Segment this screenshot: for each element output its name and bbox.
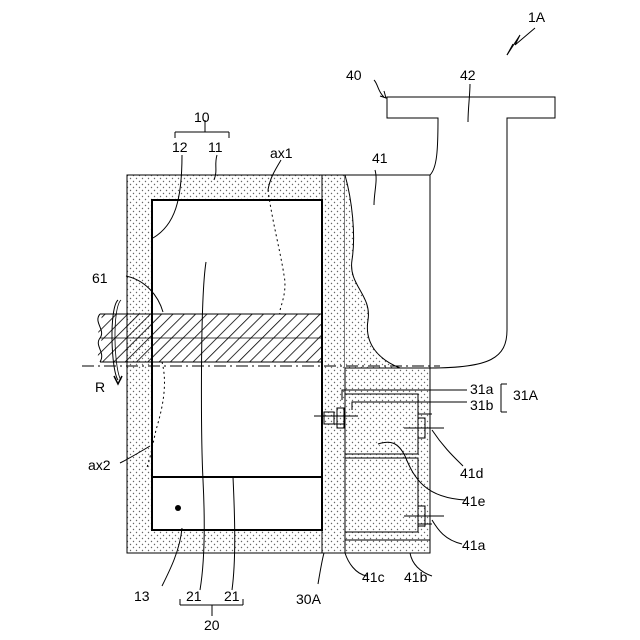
chamber-12 bbox=[152, 200, 322, 530]
axis-ax1-curve bbox=[268, 190, 285, 314]
label-21a: 21 bbox=[186, 588, 202, 604]
label-fig: 1A bbox=[528, 9, 546, 25]
label-21b: 21 bbox=[224, 588, 240, 604]
label-41b: 41b bbox=[404, 569, 428, 585]
label-41c: 41c bbox=[362, 569, 385, 585]
point-13 bbox=[175, 505, 181, 511]
label-41e: 41e bbox=[462, 493, 486, 509]
label-31a: 31a bbox=[470, 381, 494, 397]
label-41: 41 bbox=[372, 150, 388, 166]
label-11: 11 bbox=[208, 139, 223, 155]
part-41-lower bbox=[345, 368, 430, 553]
label-61: 61 bbox=[92, 270, 108, 286]
label-R: R bbox=[95, 379, 105, 395]
label-40: 40 bbox=[346, 67, 362, 83]
part-41 bbox=[345, 175, 430, 368]
label-30A: 30A bbox=[296, 591, 322, 607]
label-ax1: ax1 bbox=[270, 145, 293, 161]
label-12: 12 bbox=[172, 139, 188, 155]
label-10: 10 bbox=[194, 109, 210, 125]
label-42: 42 bbox=[460, 67, 476, 83]
label-31A: 31A bbox=[513, 387, 539, 403]
label-13: 13 bbox=[134, 588, 150, 604]
label-20: 20 bbox=[204, 617, 220, 633]
housing-11 bbox=[127, 175, 345, 553]
label-41d: 41d bbox=[460, 465, 483, 481]
label-41a: 41a bbox=[462, 537, 486, 553]
shaft-61 bbox=[98, 314, 322, 362]
label-31b: 31b bbox=[470, 397, 494, 413]
label-ax2: ax2 bbox=[88, 457, 111, 473]
